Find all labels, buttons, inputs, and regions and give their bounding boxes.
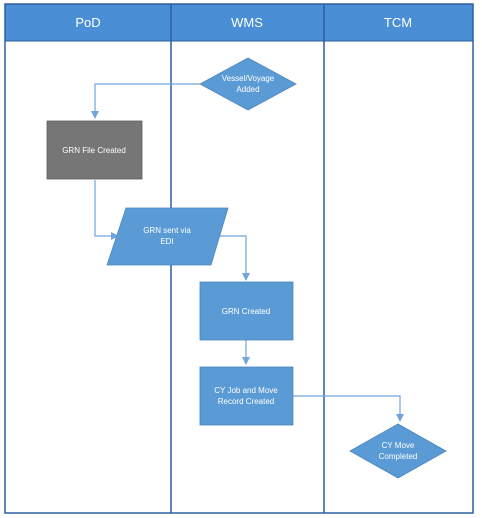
lane-title-wms: WMS bbox=[231, 15, 263, 30]
lane-title-tcm: TCM bbox=[384, 15, 412, 30]
node-grn-sent-via-edi: GRN sent via EDI bbox=[106, 207, 229, 266]
lane-header-wms bbox=[170, 3, 325, 42]
node-label: GRN Created bbox=[222, 307, 270, 316]
node-label: Added bbox=[236, 85, 259, 94]
node-label: GRN File Created bbox=[62, 146, 126, 155]
node-label: Record Created bbox=[218, 397, 274, 406]
node-cy-job-and-move-record-created: CY Job and Move Record Created bbox=[199, 366, 294, 426]
data-io-shape bbox=[106, 207, 229, 266]
connector-vessel-to-grn-file bbox=[91, 83, 200, 119]
lane-header-pod bbox=[4, 3, 172, 42]
node-cy-move-completed: CY Move Completed bbox=[349, 423, 447, 479]
decision-shape bbox=[199, 57, 297, 111]
connector-grn-edi-to-grn-created bbox=[220, 235, 250, 281]
node-label: CY Move bbox=[382, 441, 415, 450]
node-vessel-voyage-added: Vessel/Voyage Added bbox=[199, 57, 297, 111]
process-shape bbox=[199, 281, 294, 341]
process-shape bbox=[46, 120, 143, 180]
node-label: Completed bbox=[379, 452, 418, 461]
lane-headers: PoD WMS TCM bbox=[4, 3, 474, 42]
node-label: GRN sent via bbox=[143, 226, 191, 235]
connectors bbox=[91, 83, 404, 422]
node-label: Vessel/Voyage bbox=[222, 74, 275, 83]
connector-cy-job-to-cy-move bbox=[293, 395, 404, 422]
connector-grn-file-to-grn-edi bbox=[94, 180, 119, 240]
node-grn-file-created: GRN File Created bbox=[46, 120, 143, 180]
node-label: CY Job and Move bbox=[214, 386, 278, 395]
decision-shape bbox=[349, 423, 447, 479]
node-label: EDI bbox=[160, 237, 173, 246]
lane-title-pod: PoD bbox=[75, 15, 100, 30]
process-shape bbox=[199, 366, 294, 426]
lanes-outline bbox=[4, 3, 474, 514]
node-grn-created: GRN Created bbox=[199, 281, 294, 341]
